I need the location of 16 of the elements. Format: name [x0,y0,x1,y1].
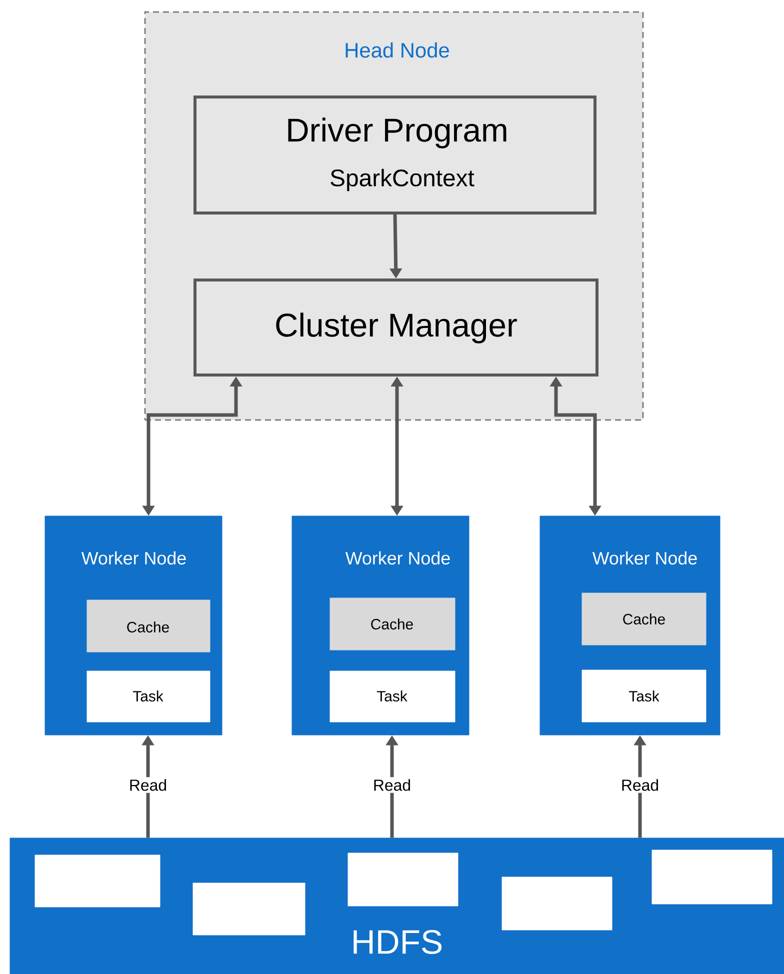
block-box [348,852,458,906]
edge-label: Read [618,777,662,793]
cache-box: Cache [86,600,210,652]
edge-label: Read [370,777,414,793]
task-box: Task [582,670,706,722]
block-box [502,876,612,930]
edge-label: Read [126,777,170,793]
process-box: Cluster Manager [194,278,598,376]
block-box [192,882,306,936]
cache-box: Cache [582,592,706,646]
block-box [652,850,772,904]
process-box: Driver Program SparkContext [194,96,596,214]
block-box [34,854,160,908]
task-box: Task [330,670,456,722]
task-box: Task [86,670,210,722]
cache-box: Cache [330,598,456,650]
